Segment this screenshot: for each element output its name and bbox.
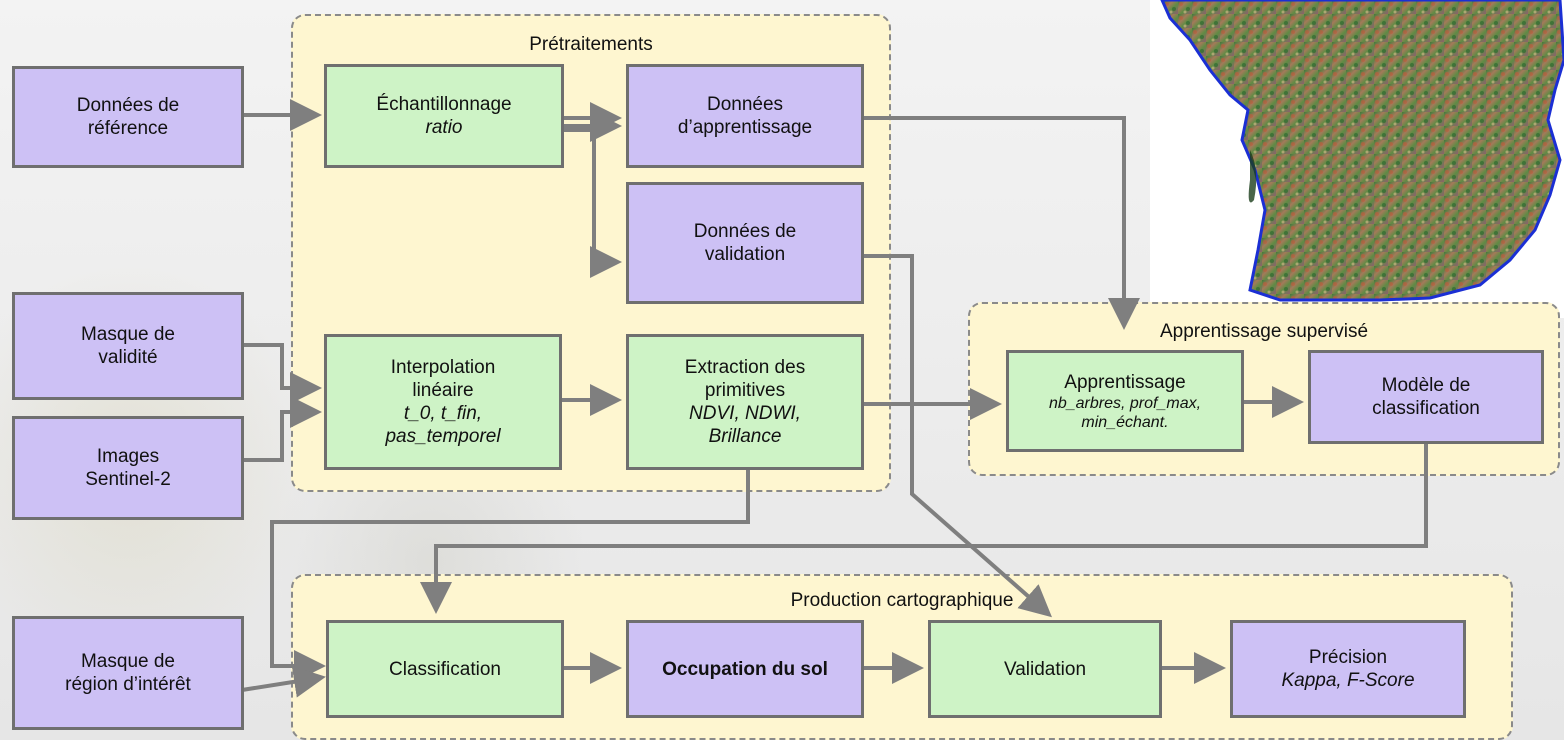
modele-classification-box: Modèle de classification [1308, 350, 1544, 444]
box-label: Échantillonnage [376, 94, 512, 115]
box-label: Précision [1308, 647, 1388, 668]
echantillonnage-box: Échantillonnage ratio [324, 64, 564, 168]
donnees-validation-box: Données de validation [626, 182, 864, 304]
validation-box: Validation [928, 620, 1162, 718]
box-label: primitives [704, 380, 786, 401]
arrow-validation-data-to-validation [862, 254, 1053, 618]
arrow-echantillonnage-to-validation-data [562, 128, 622, 278]
extraction-box: Extraction des primitives NDVI, NDWI, Br… [626, 334, 864, 470]
box-label: Masque de [80, 651, 175, 672]
box-label: validité [98, 347, 158, 368]
precision-box: Précision Kappa, F-Score [1230, 620, 1466, 718]
apprentissage-box: Apprentissage nb_arbres, prof_max, min_é… [1006, 350, 1244, 452]
box-label: validation [704, 244, 786, 265]
box-param: NDVI, NDWI, [689, 403, 801, 424]
box-param: min_échant. [1081, 413, 1169, 431]
box-label: référence [87, 118, 169, 139]
interpolation-box: Interpolation linéaire t_0, t_fin, pas_t… [324, 334, 562, 470]
box-label: Images [96, 446, 160, 467]
arrow-apprentissage-data-to-apprentissage [862, 116, 1140, 330]
arrow-images-to-interpolation [242, 396, 322, 462]
classification-box: Classification [326, 620, 564, 718]
box-label: région d’intérêt [65, 674, 191, 695]
box-label: Modèle de [1381, 375, 1471, 396]
masque-region-box: Masque de région d’intérêt [12, 616, 244, 730]
box-param: Kappa, F-Score [1281, 670, 1415, 691]
box-label: Apprentissage [1064, 371, 1186, 393]
box-label: Classification [389, 658, 501, 680]
box-param: pas_temporel [385, 426, 501, 447]
group-label: Prétraitements [529, 34, 653, 55]
group-label: Apprentissage supervisé [1159, 321, 1369, 342]
arrow-masque-region-to-classification [241, 665, 326, 698]
box-param: nb_arbres, prof_max, [1048, 394, 1202, 412]
box-param: ratio [425, 117, 463, 138]
arrow-extraction-to-classification [270, 470, 750, 682]
france-map-image [1150, 0, 1564, 318]
box-label: classification [1372, 398, 1480, 419]
arrow-masque-validite-to-interpolation [242, 343, 322, 404]
box-label: Données de [693, 221, 797, 242]
occupation-du-sol-box: Occupation du sol [626, 620, 864, 718]
box-param: t_0, t_fin, [403, 403, 483, 424]
box-label: Sentinel-2 [85, 469, 171, 490]
box-label: Validation [1003, 658, 1087, 680]
box-label: Données [706, 94, 784, 115]
box-label: Interpolation [390, 357, 496, 378]
donnees-apprentissage-box: Données d’apprentissage [626, 64, 864, 168]
box-label: Masque de [80, 324, 175, 345]
box-label: d’apprentissage [677, 117, 813, 138]
donnees-reference-box: Données de référence [12, 66, 244, 168]
box-label: Données de [76, 95, 180, 116]
box-param: Brillance [708, 426, 782, 447]
group-label: Production cartographique [790, 590, 1014, 611]
arrow-modele-to-classification [420, 442, 1428, 614]
images-sentinel-box: Images Sentinel-2 [12, 416, 244, 520]
box-label: Occupation du sol [662, 658, 828, 680]
box-label: Extraction des [684, 357, 806, 378]
masque-validite-box: Masque de validité [12, 292, 244, 400]
box-label: linéaire [412, 380, 474, 401]
